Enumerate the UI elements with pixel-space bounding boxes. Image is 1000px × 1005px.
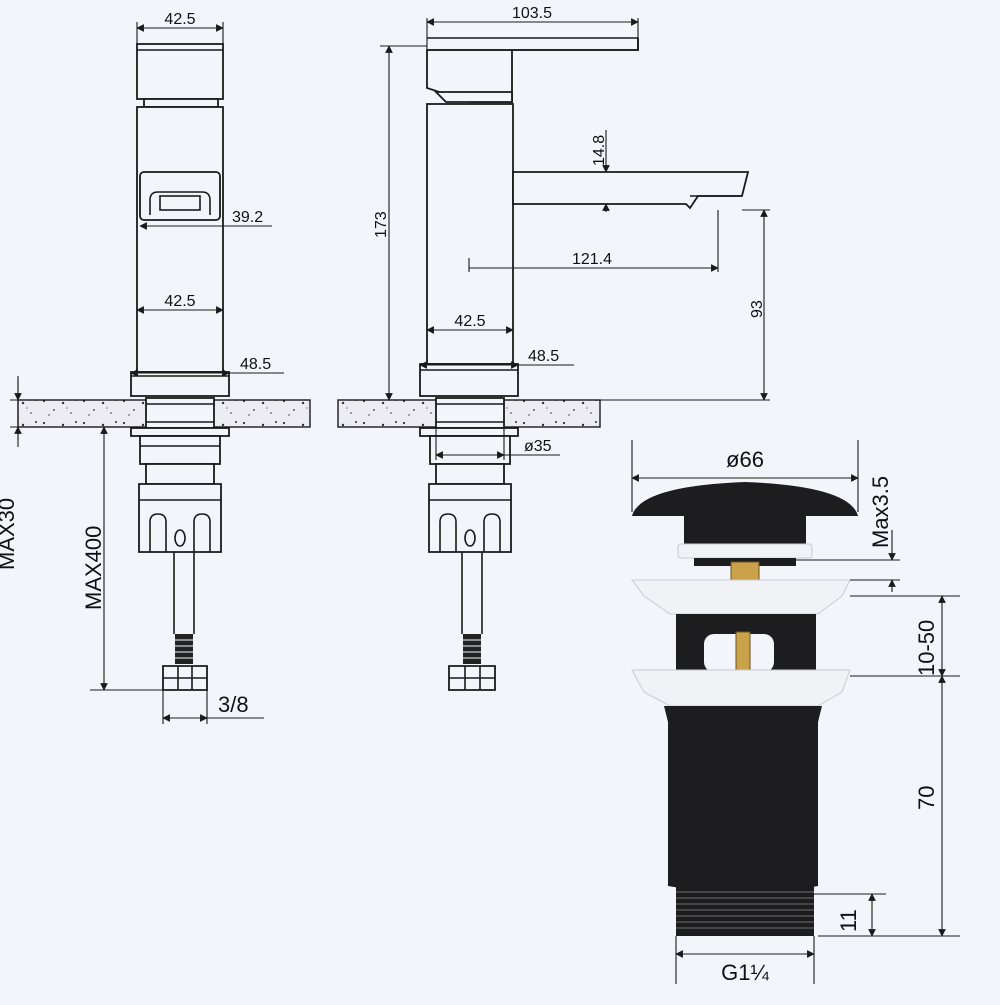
drain-dim-adjust: 10-50 [850, 595, 960, 677]
side-mounting-nut [428, 483, 512, 553]
side-body-width-label: 42.5 [454, 313, 485, 330]
drain-view: ø66 Max3.5 10-50 70 11 [631, 440, 960, 985]
spout-height-label: 93 [749, 300, 766, 318]
adjust-range-label: 10-50 [914, 620, 939, 676]
drain-cap-neck [684, 516, 806, 544]
thread-height-label: 11 [836, 909, 861, 932]
side-base-width-label: 48.5 [528, 348, 559, 365]
side-dim-reach: 121.4 [468, 210, 719, 272]
side-dim-spout-height: 93 [600, 209, 770, 401]
drain-thread [676, 886, 814, 936]
side-hose-braid [463, 634, 481, 664]
front-dim-thread: 3/8 [162, 690, 264, 724]
drain-cap [632, 482, 858, 516]
front-dim-body: 42.5 [136, 293, 224, 314]
cap-diameter-label: ø66 [726, 447, 764, 472]
drain-brass-rod [730, 561, 760, 583]
front-top-width-label: 42.5 [164, 11, 195, 28]
lever-length-label: 103.5 [512, 5, 552, 22]
front-thread-label: 3/8 [218, 692, 249, 717]
max400-label: MAX400 [81, 526, 106, 610]
front-dim-top: 42.5 [136, 11, 224, 44]
front-hose-braid [175, 634, 193, 664]
drain-dim-body: 70 [818, 675, 960, 937]
cap-gap-label: Max3.5 [868, 476, 893, 548]
body-height-label: 70 [914, 786, 939, 810]
spout-reach-label: 121.4 [572, 251, 612, 268]
side-dim-base: 48.5 [419, 348, 574, 369]
side-view: 103.5 173 14.8 121.4 93 42.5 [337, 5, 770, 691]
front-base-width-label: 48.5 [240, 356, 271, 373]
drain-dim-gap: Max3.5 [766, 476, 900, 592]
thread-size-label: G1¼ [721, 960, 769, 985]
front-dim-max30: MAX30 [0, 376, 30, 570]
front-dim-handle: 39.2 [139, 209, 272, 230]
front-dim-max400: MAX400 [81, 426, 163, 691]
max30-label: MAX30 [0, 498, 19, 570]
side-base [419, 363, 519, 397]
front-body [136, 106, 224, 373]
side-dim-body: 42.5 [426, 313, 514, 334]
drain-dim-cap: ø66 [631, 440, 859, 512]
side-dim-height: 173 [373, 45, 427, 401]
front-mounting-nut [138, 483, 222, 553]
drain-dim-thread-height: 11 [814, 893, 886, 937]
drain-main-body [664, 706, 822, 893]
side-dim-hole: ø35 [435, 428, 560, 460]
front-handle-width-label: 39.2 [232, 209, 263, 226]
front-dim-base: 48.5 [130, 356, 284, 377]
total-height-label: 173 [373, 211, 390, 238]
side-body [426, 103, 514, 365]
side-dim-lever: 103.5 [426, 5, 639, 50]
spout-thickness-label: 14.8 [591, 135, 608, 166]
front-body-width-label: 42.5 [164, 293, 195, 310]
drain-dim-thread-size: G1¼ [675, 936, 815, 985]
drain-upper-flange [631, 579, 851, 615]
side-spout [512, 171, 750, 210]
front-handle-top [136, 43, 224, 100]
front-view: 42.5 39.2 42.5 48.5 MAX30 MAX400 [0, 11, 311, 724]
hole-diameter-label: ø35 [524, 438, 552, 455]
side-dim-spout-thickness: 14.8 [591, 130, 610, 212]
drain-lower-flange [631, 669, 851, 707]
